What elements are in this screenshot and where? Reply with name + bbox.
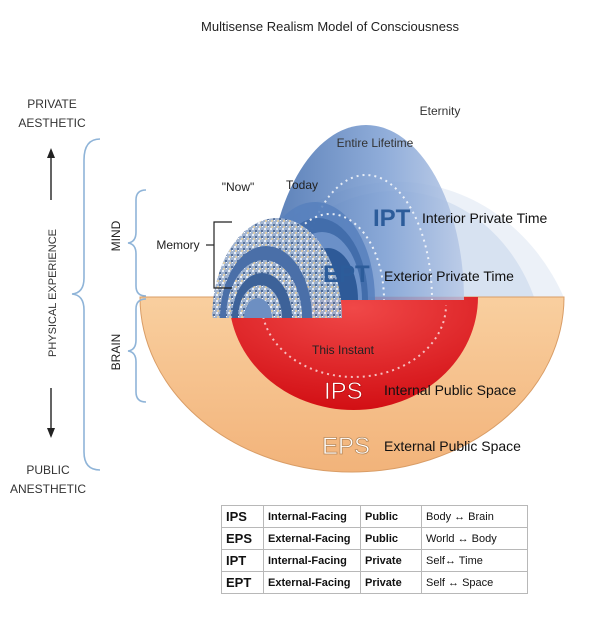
memory-bracket: [213, 221, 232, 289]
ips-abbr: IPS: [324, 378, 363, 405]
legend-facing: Internal-Facing: [263, 505, 361, 528]
anesthetic-label: ANESTHETIC: [10, 482, 86, 496]
legend-abbr: EPS: [221, 527, 264, 550]
brain-bracket: [127, 298, 147, 403]
legend-abbr: IPT: [221, 549, 264, 572]
axis-arrow-down-head: [47, 428, 55, 438]
entire-lifetime-label: Entire Lifetime: [337, 136, 414, 150]
legend-facing: Internal-Facing: [263, 549, 361, 572]
ipt-name: Interior Private Time: [422, 210, 547, 226]
ips-region: [229, 297, 478, 410]
today-label: Today: [286, 178, 318, 192]
legend-abbr: EPT: [221, 571, 264, 594]
memory-label: Memory: [156, 238, 199, 252]
eps-name: External Public Space: [384, 438, 521, 454]
public-label: PUBLIC: [26, 463, 70, 477]
legend-scope: Private: [360, 549, 422, 572]
experience-bracket: [71, 138, 101, 471]
legend-facing: External-Facing: [263, 571, 361, 594]
legend-relation: Self ↔ Space: [421, 571, 528, 594]
axis-arrow-up-head: [47, 148, 55, 158]
legend-relation: World ↔ Body: [421, 527, 528, 550]
mind-bracket: [127, 189, 147, 297]
legend-scope: Private: [360, 571, 422, 594]
physical-experience-label: PHYSICAL EXPERIENCE: [47, 229, 59, 357]
private-label: PRIVATE: [27, 97, 77, 111]
legend-abbr: IPS: [221, 505, 264, 528]
now-label: "Now": [222, 180, 255, 194]
ipt-abbr: IPT: [373, 205, 411, 232]
now-memory-arc-tip: [244, 298, 272, 318]
legend-scope: Public: [360, 527, 422, 550]
legend-relation: Self↔ Time: [421, 549, 528, 572]
mind-label: MIND: [109, 220, 123, 251]
legend-facing: External-Facing: [263, 527, 361, 550]
aesthetic-label: AESTHETIC: [18, 116, 86, 130]
eternity-label: Eternity: [420, 104, 461, 118]
brain-label: BRAIN: [109, 334, 123, 371]
legend-scope: Public: [360, 505, 422, 528]
eps-abbr: EPS: [322, 433, 370, 460]
ips-name: Internal Public Space: [384, 382, 517, 398]
this-instant-label: This Instant: [312, 343, 375, 357]
diagram-title: Multisense Realism Model of Consciousnes…: [201, 19, 459, 34]
instant-dotted-circle: [261, 304, 447, 378]
legend-relation: Body ↔ Brain: [421, 505, 528, 528]
ept-abbr: EPT: [323, 261, 370, 288]
ept-name: Exterior Private Time: [384, 268, 514, 284]
